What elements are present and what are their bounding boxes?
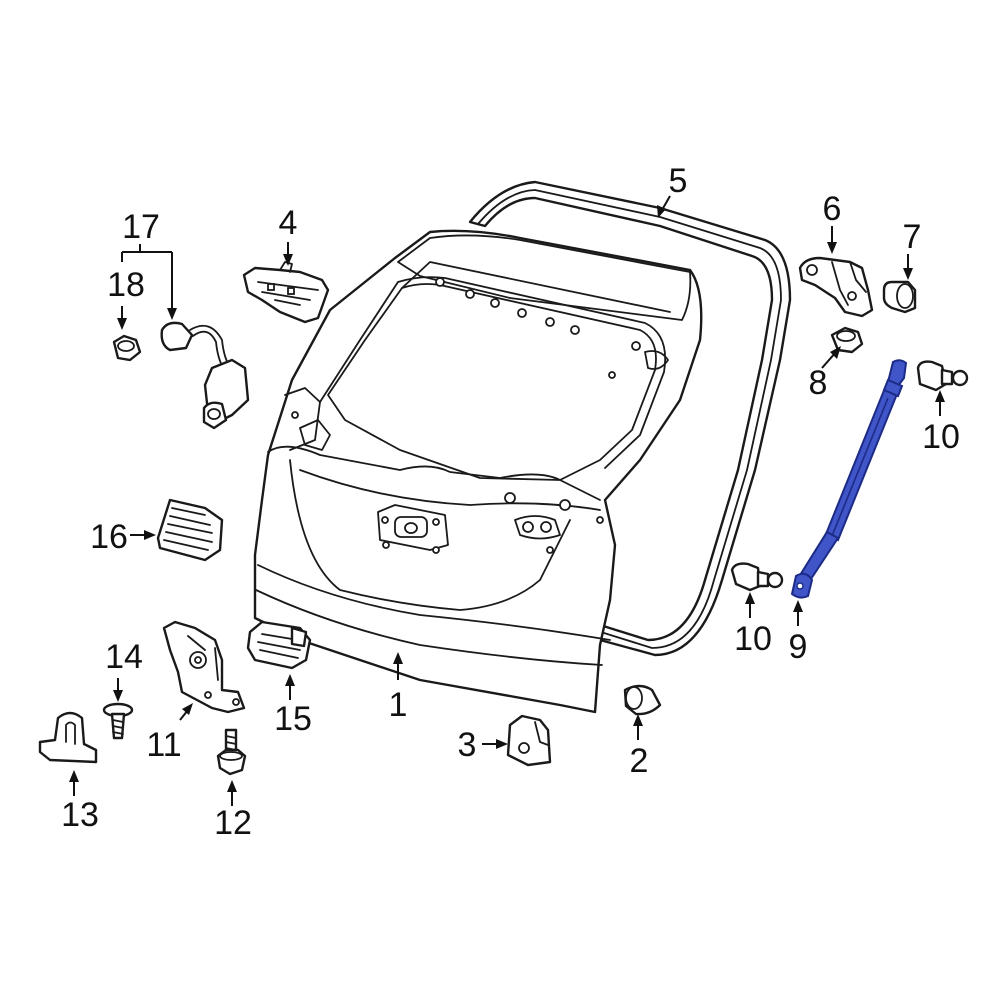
part-10-ball-stud-lower[interactable] xyxy=(730,562,784,592)
part-4-bracket[interactable] xyxy=(242,261,330,324)
part-17-harness[interactable] xyxy=(160,321,250,430)
callout-3: 3 xyxy=(458,726,477,764)
callout-10-upper: 10 xyxy=(922,418,960,456)
callout-14: 14 xyxy=(105,638,143,676)
part-15-switch[interactable] xyxy=(246,620,312,670)
part-18-grommet[interactable] xyxy=(112,334,142,362)
part-13-striker[interactable] xyxy=(38,711,98,764)
leader-lines xyxy=(69,195,945,806)
part-10-ball-stud-upper[interactable] xyxy=(916,360,969,392)
part-2-bumper-stop[interactable] xyxy=(623,684,662,716)
part-7-bolt[interactable] xyxy=(882,280,917,314)
callout-17: 17 xyxy=(122,208,160,246)
part-1-tailgate[interactable] xyxy=(253,229,703,714)
part-8-nut[interactable] xyxy=(830,326,864,354)
callout-18: 18 xyxy=(107,266,145,304)
callout-7: 7 xyxy=(903,218,922,256)
callout-10-lower: 10 xyxy=(734,620,772,658)
callout-2: 2 xyxy=(630,742,649,780)
part-3-clip[interactable] xyxy=(506,714,552,767)
callout-4: 4 xyxy=(279,204,298,242)
callout-12: 12 xyxy=(214,804,252,842)
part-11-latch[interactable] xyxy=(162,620,246,714)
callout-labels: 1 2 3 4 5 6 7 8 9 10 10 11 12 13 14 15 1… xyxy=(61,162,960,842)
callout-6: 6 xyxy=(823,190,842,228)
part-5-weatherstrip[interactable] xyxy=(468,180,792,657)
callout-16: 16 xyxy=(90,518,128,556)
callout-13: 13 xyxy=(61,796,99,834)
callout-5: 5 xyxy=(669,162,688,200)
part-6-hinge[interactable] xyxy=(798,256,874,318)
callout-8: 8 xyxy=(809,364,828,402)
part-9-gas-strut[interactable] xyxy=(790,359,908,599)
callout-1: 1 xyxy=(389,686,408,724)
callout-9: 9 xyxy=(789,628,808,666)
callout-11: 11 xyxy=(146,726,181,764)
part-12-bolt[interactable] xyxy=(216,728,247,776)
part-16-handle[interactable] xyxy=(156,498,224,562)
callout-15: 15 xyxy=(274,700,312,738)
part-14-screw[interactable] xyxy=(102,702,134,740)
